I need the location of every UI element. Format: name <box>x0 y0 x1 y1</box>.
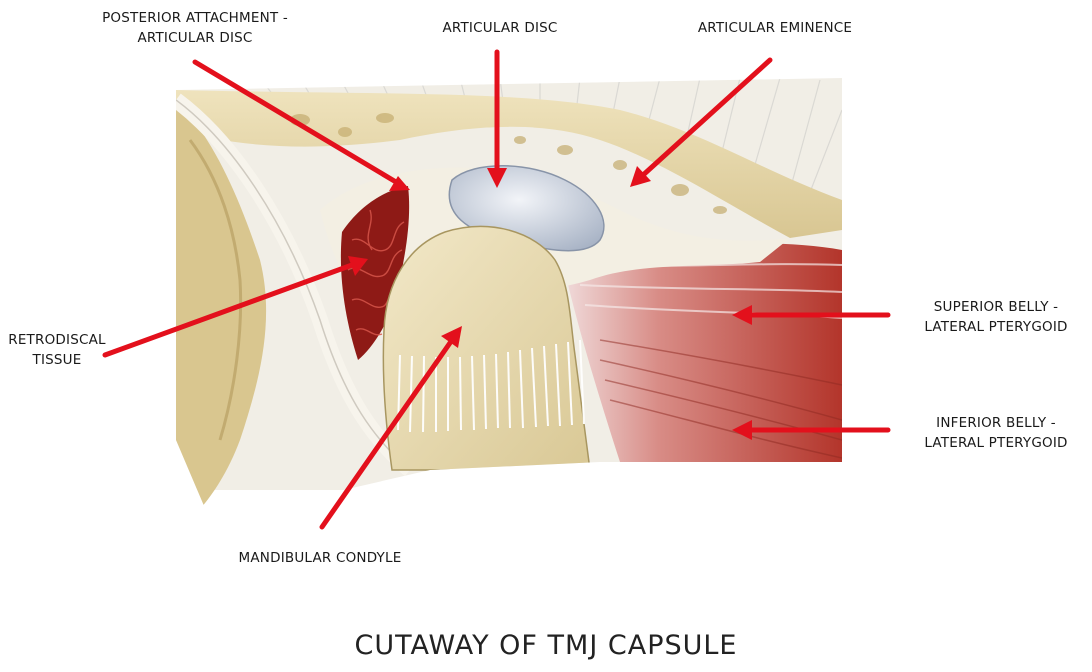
label-superior-belly: SUPERIOR BELLY - LATERAL PTERYGOID <box>902 297 1090 337</box>
label-articular-disc: ARTICULAR DISC <box>420 18 580 38</box>
label-retrodiscal-tissue: RETRODISCAL TISSUE <box>2 330 112 370</box>
label-superior-belly-line2: LATERAL PTERYGOID <box>902 317 1090 337</box>
label-inferior-belly-line1: INFERIOR BELLY - <box>902 413 1090 433</box>
label-articular-eminence: ARTICULAR EMINENCE <box>670 18 880 38</box>
label-mandibular-condyle: MANDIBULAR CONDYLE <box>195 548 445 568</box>
label-retrodiscal-line1: RETRODISCAL <box>2 330 112 350</box>
label-inferior-belly-line2: LATERAL PTERYGOID <box>902 433 1090 453</box>
label-articular-disc-text: ARTICULAR DISC <box>420 18 580 38</box>
label-mandibular-condyle-text: MANDIBULAR CONDYLE <box>195 548 445 568</box>
label-posterior-attachment: POSTERIOR ATTACHMENT - ARTICULAR DISC <box>80 8 310 48</box>
label-inferior-belly: INFERIOR BELLY - LATERAL PTERYGOID <box>902 413 1090 453</box>
label-articular-eminence-text: ARTICULAR EMINENCE <box>670 18 880 38</box>
figure-title: CUTAWAY OF TMJ CAPSULE <box>0 630 1092 661</box>
label-retrodiscal-line2: TISSUE <box>2 350 112 370</box>
label-posterior-attachment-line1: POSTERIOR ATTACHMENT - <box>80 8 310 28</box>
label-posterior-attachment-line2: ARTICULAR DISC <box>80 28 310 48</box>
label-superior-belly-line1: SUPERIOR BELLY - <box>902 297 1090 317</box>
